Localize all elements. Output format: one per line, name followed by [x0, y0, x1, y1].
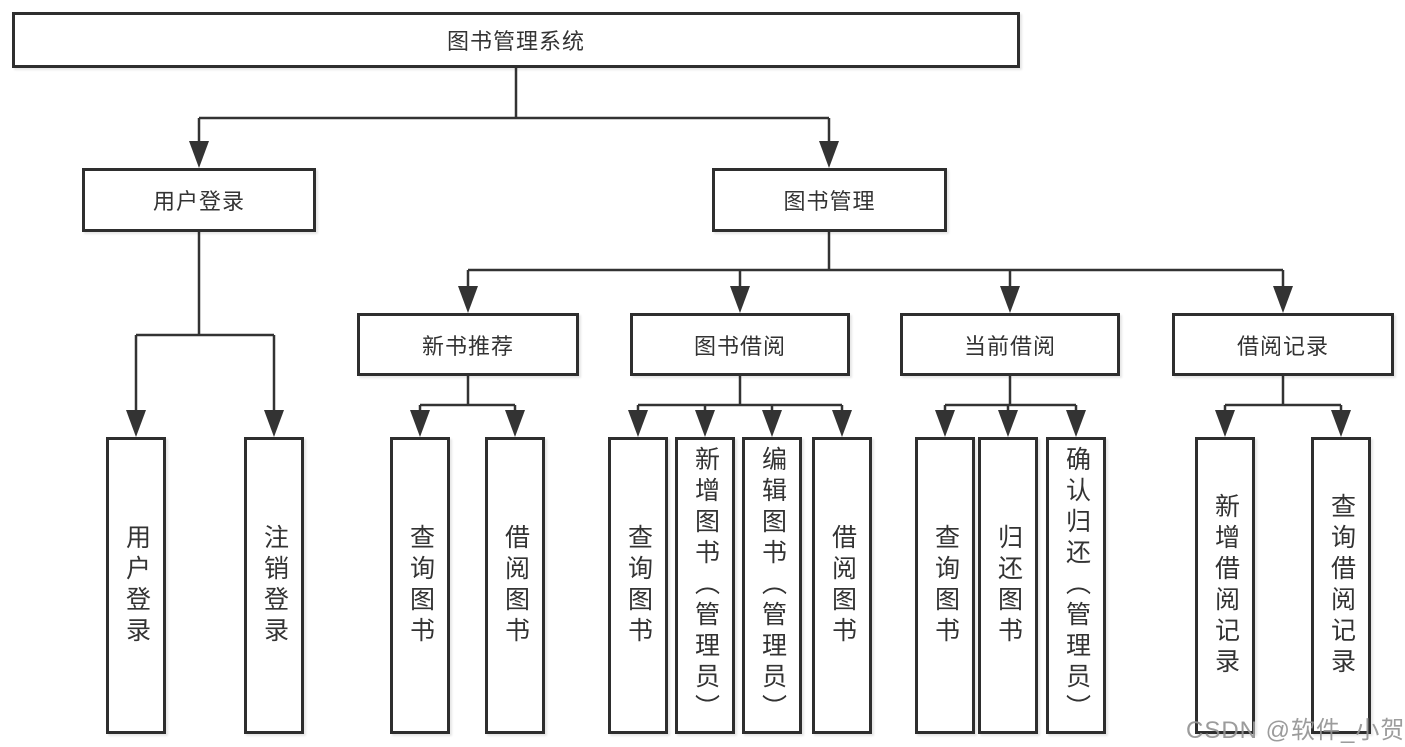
node-label: 图书管理系统	[446, 29, 585, 54]
node-leaf-logout: 注销登录	[244, 437, 304, 734]
node-book-borrowing: 图书借阅	[630, 313, 850, 376]
node-leaf-current-query-books: 查询图书	[915, 437, 975, 734]
node-leaf-recommend-borrow-books: 借阅图书	[485, 437, 545, 734]
node-leaf-recommend-query-books: 查询图书	[390, 437, 450, 734]
node-label: 注销登录	[260, 523, 289, 648]
node-label: 借阅图书	[501, 523, 530, 648]
node-label: 图书管理	[783, 189, 876, 214]
node-leaf-borrowing-borrow-books: 借阅图书	[812, 437, 872, 734]
node-leaf-edit-books-admin: 编辑图书（管理员）	[742, 437, 802, 734]
node-leaf-borrowing-query-books: 查询图书	[608, 437, 668, 734]
node-label: 借阅图书	[828, 523, 857, 648]
node-label: 查询图书	[931, 523, 960, 648]
node-leaf-add-books-admin: 新增图书（管理员）	[675, 437, 735, 734]
node-label: 新增图书（管理员）	[691, 446, 720, 725]
node-label: 借阅记录	[1236, 333, 1329, 359]
node-leaf-user-login: 用户登录	[106, 437, 166, 734]
node-label: 查询借阅记录	[1327, 492, 1356, 679]
node-leaf-return-books: 归还图书	[978, 437, 1038, 734]
node-leaf-add-borrow-record: 新增借阅记录	[1195, 437, 1255, 734]
node-label: 新增借阅记录	[1211, 492, 1240, 679]
node-label: 新书推荐	[421, 333, 514, 359]
node-book-management: 图书管理	[712, 168, 947, 232]
node-label: 用户登录	[122, 523, 151, 648]
node-label: 用户登录	[152, 189, 245, 214]
node-leaf-confirm-return-admin: 确认归还（管理员）	[1046, 437, 1106, 734]
node-leaf-query-borrow-record: 查询借阅记录	[1311, 437, 1371, 734]
node-new-book-recommendation: 新书推荐	[357, 313, 579, 376]
node-label: 归还图书	[994, 523, 1023, 648]
node-user-login: 用户登录	[82, 168, 316, 232]
node-library-management-system: 图书管理系统	[12, 12, 1020, 68]
node-current-borrowing: 当前借阅	[900, 313, 1120, 376]
node-label: 图书借阅	[693, 333, 786, 359]
node-label: 编辑图书（管理员）	[758, 446, 787, 725]
watermark: CSDN @软件_小贺同学	[1186, 717, 1405, 744]
node-borrowing-records: 借阅记录	[1172, 313, 1394, 376]
node-label: 当前借阅	[963, 333, 1056, 359]
node-label: 查询图书	[406, 523, 435, 648]
node-label: 确认归还（管理员）	[1062, 446, 1091, 725]
node-label: 查询图书	[624, 523, 653, 648]
